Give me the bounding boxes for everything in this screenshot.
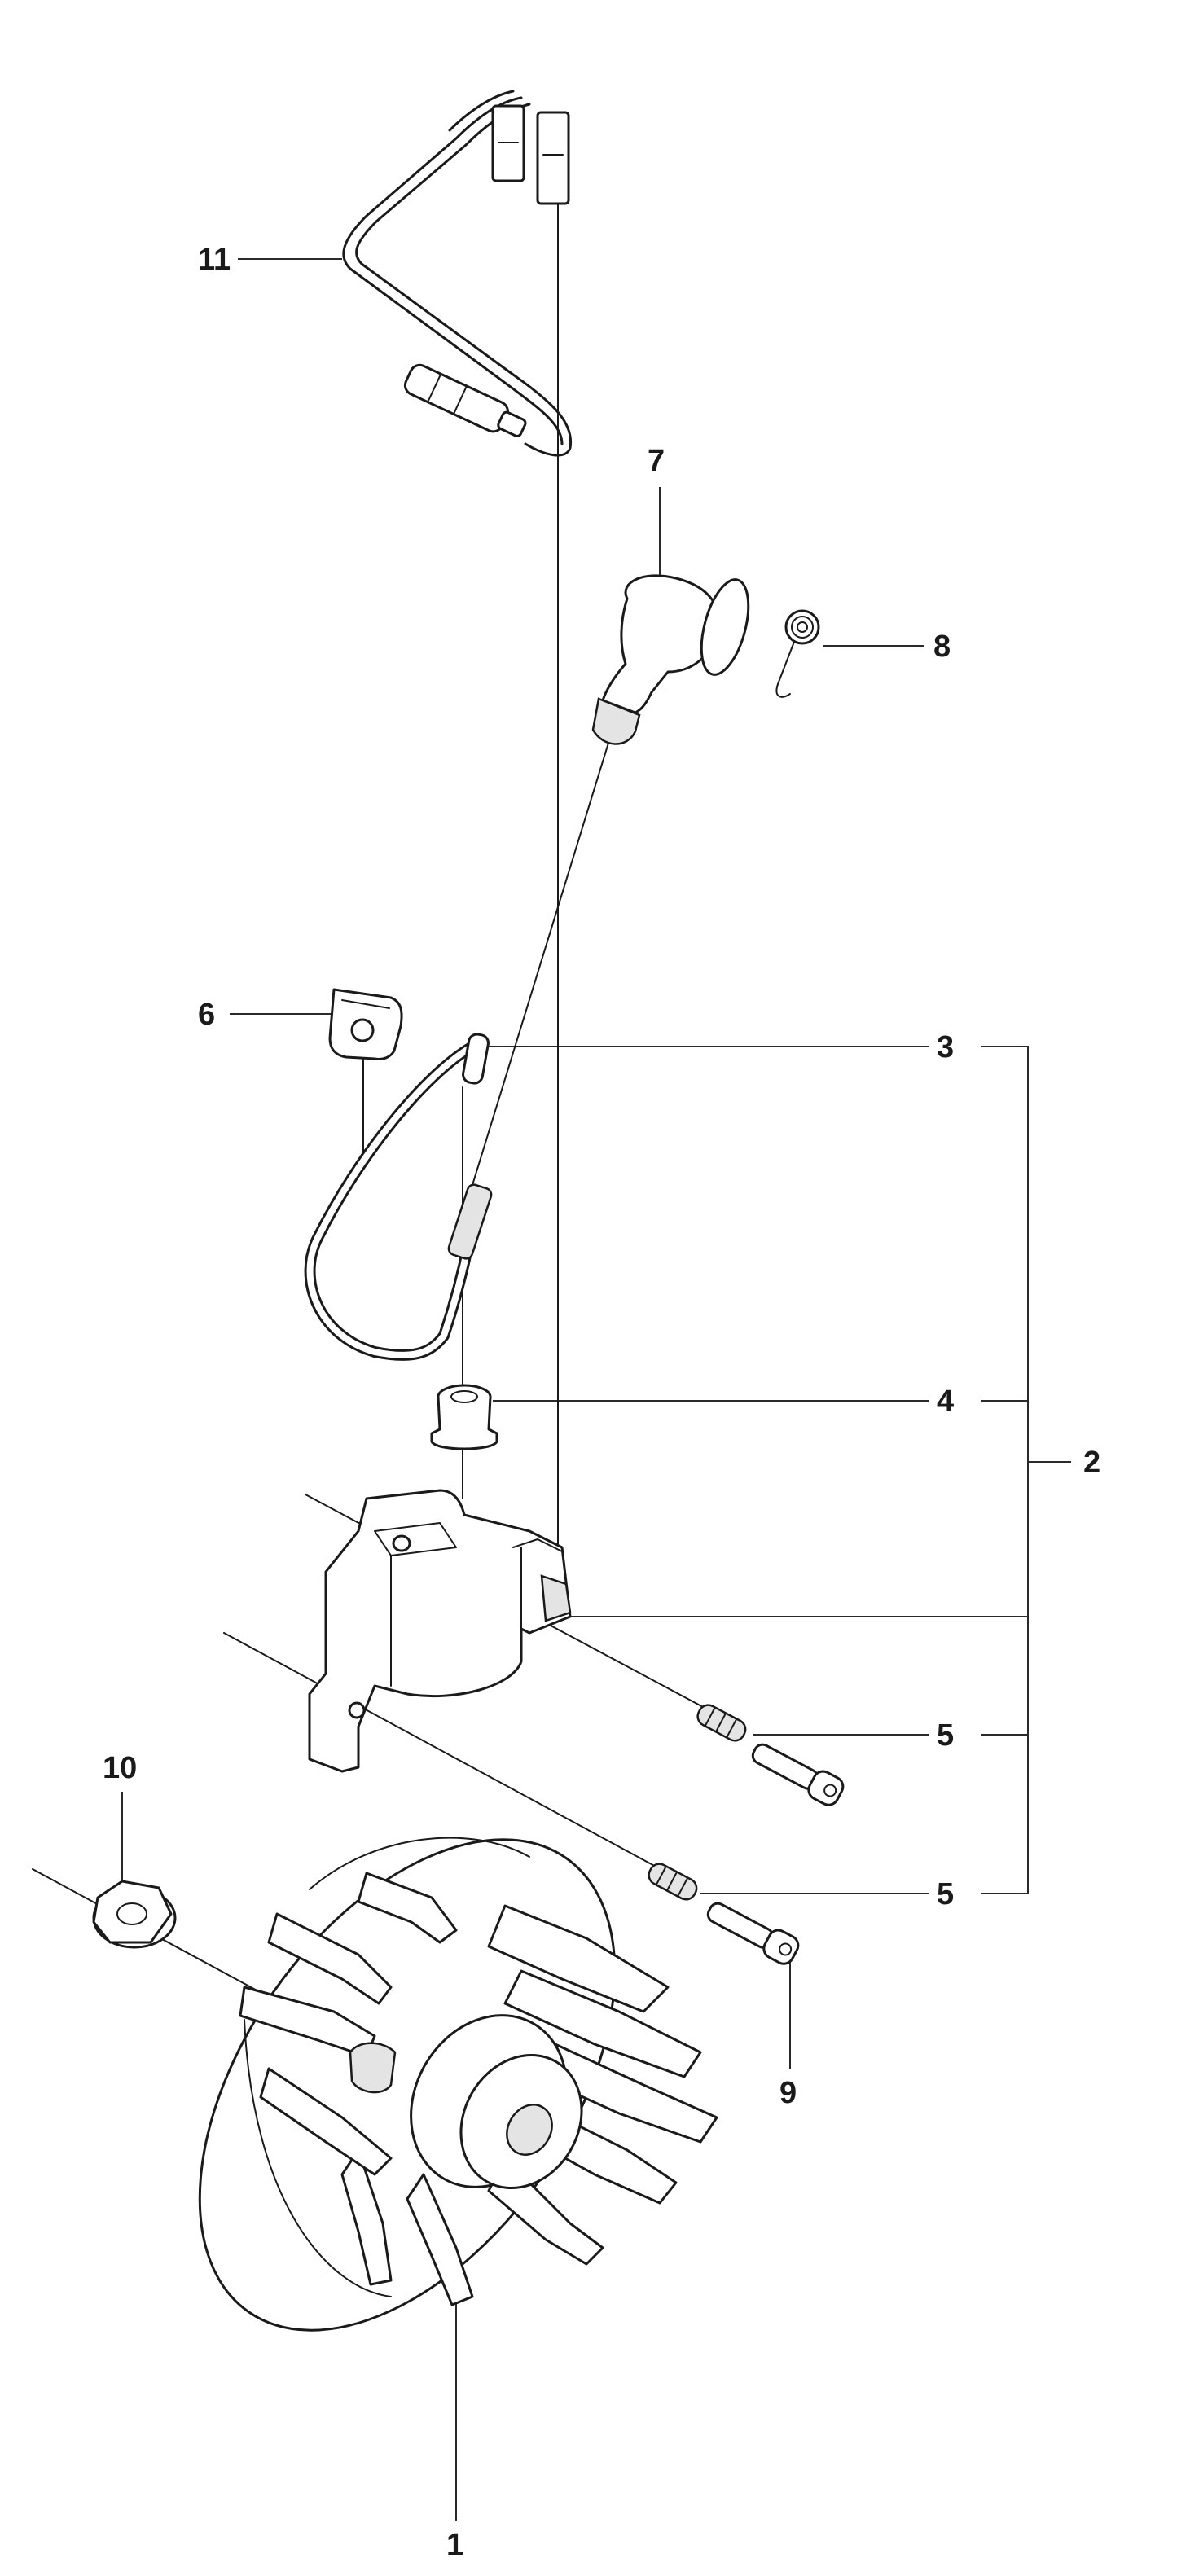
screw-upper	[751, 1743, 845, 1806]
flywheel	[198, 1837, 718, 2332]
spark-plug-cap	[591, 574, 750, 745]
callout-8: 8	[933, 630, 951, 664]
callout-2: 2	[1083, 1446, 1100, 1480]
sleeves	[648, 1704, 747, 1901]
flywheel-bore	[506, 2104, 553, 2156]
screws	[706, 1743, 845, 1965]
callout-1: 1	[446, 2528, 463, 2562]
grommet	[430, 1384, 498, 1450]
callout-3: 3	[937, 1030, 954, 1064]
bracket-2	[981, 1046, 1029, 1894]
callout-5-lower: 5	[937, 1877, 954, 1911]
callout-10: 10	[103, 1751, 137, 1785]
callout-9: 9	[779, 2076, 797, 2110]
spring	[775, 609, 820, 698]
fin-1	[487, 1904, 670, 2013]
fin-7	[340, 2148, 393, 2286]
fin-11	[357, 1872, 458, 1944]
callout-6: 6	[198, 998, 215, 1032]
screw-lower	[706, 1902, 800, 1965]
leader-lines	[121, 258, 1071, 2521]
callout-numbers: 11 7 8 6 3 4 2 5 5 10 9 1	[103, 243, 1100, 2562]
axis-lower-screw	[223, 1632, 669, 1874]
ignition-coil	[308, 1489, 572, 1773]
flywheel-magnet	[349, 2042, 397, 2094]
callout-7: 7	[648, 444, 665, 478]
assembly-lines	[32, 129, 718, 2004]
fin-10	[267, 1912, 393, 2005]
fin-8	[259, 2067, 393, 2176]
fin-2	[503, 1969, 702, 2078]
cylinder-connector	[403, 363, 527, 437]
wire-strand-a	[342, 96, 564, 445]
sleeve-upper	[696, 1704, 747, 1742]
sleeve-lower	[648, 1863, 698, 1901]
wire-strand-b	[355, 103, 573, 457]
fin-6	[406, 2173, 474, 2306]
axis-cap-to-lead	[455, 708, 620, 1239]
terminal-connector-b	[536, 111, 570, 205]
callout-4: 4	[937, 1385, 954, 1419]
callout-5-upper: 5	[937, 1718, 954, 1753]
wire-strand-c	[448, 90, 515, 132]
flywheel-nut	[92, 1880, 177, 1949]
spring-hook	[775, 641, 795, 698]
wire-harness	[342, 90, 573, 457]
ht-lead	[304, 1033, 493, 1361]
clip	[328, 988, 403, 1060]
callout-11: 11	[198, 243, 231, 277]
